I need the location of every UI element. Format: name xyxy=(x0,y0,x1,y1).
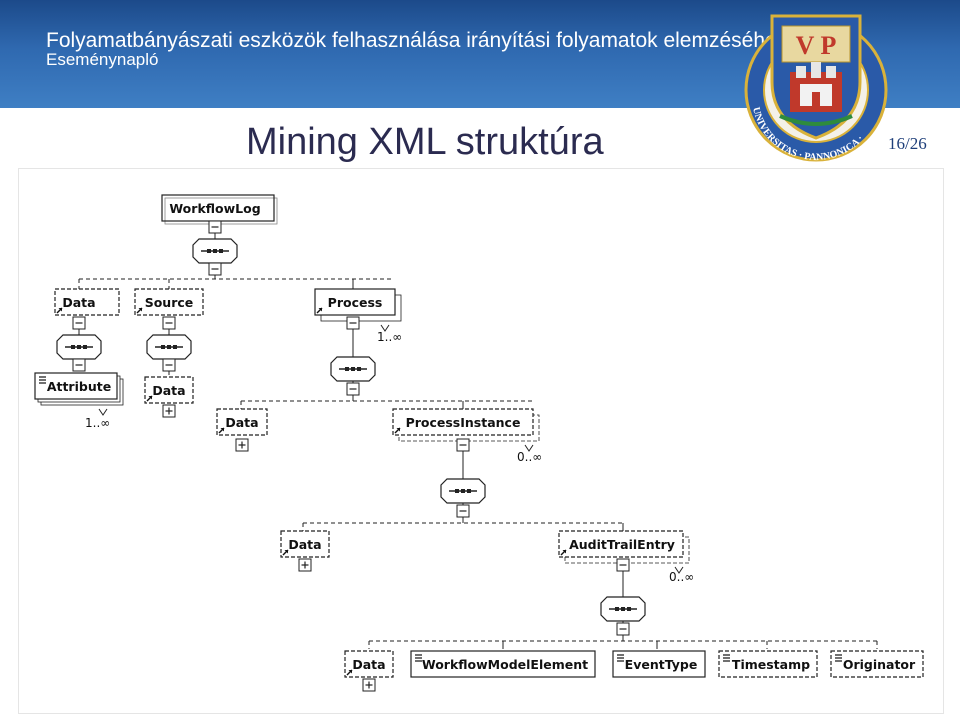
node-data-4: Data xyxy=(280,530,330,558)
node-label-source: Source xyxy=(145,295,194,310)
node-workflowlog: WorkflowLog xyxy=(161,194,278,225)
page-number: 16/26 xyxy=(888,134,927,153)
collapse-icon[interactable] xyxy=(616,622,630,636)
sequence-icon xyxy=(56,334,102,360)
node-process: Process 1..∞ xyxy=(314,288,402,344)
header-title: Folyamatbányászati eszközök felhasználás… xyxy=(46,29,788,52)
header-subtitle: Eseménynapló xyxy=(46,50,159,69)
node-label-originator: Originator xyxy=(843,657,916,672)
collapse-icon[interactable] xyxy=(208,220,222,234)
collapse-icon[interactable] xyxy=(72,316,86,330)
expand-icon[interactable] xyxy=(162,404,176,418)
node-data-2: Data xyxy=(144,376,194,404)
node-processinstance: ProcessInstance 0..∞ xyxy=(392,408,542,464)
diagram-canvas: WorkflowLog Data Attribute 1..∞ Source xyxy=(18,168,944,714)
collapse-icon[interactable] xyxy=(346,382,360,396)
node-label-eventtype: EventType xyxy=(625,657,698,672)
node-label-data-1: Data xyxy=(62,295,95,310)
node-label-attribute: Attribute xyxy=(47,379,111,394)
multiplicity-processinstance: 0..∞ xyxy=(517,450,542,464)
university-crest-logo: V P UNIVERSITAS · PANNONICA · xyxy=(744,14,888,163)
collapse-icon[interactable] xyxy=(72,358,86,372)
node-label-audittrailentry: AuditTrailEntry xyxy=(569,537,675,552)
collapse-icon[interactable] xyxy=(162,358,176,372)
node-eventtype: EventType xyxy=(612,650,706,678)
node-attribute: Attribute 1..∞ xyxy=(34,372,124,430)
collapse-icon[interactable] xyxy=(456,504,470,518)
sequence-icon xyxy=(600,596,646,622)
node-data-1: Data xyxy=(54,288,120,316)
xml-structure-diagram: WorkflowLog Data Attribute 1..∞ Source xyxy=(34,194,924,692)
node-data-3: Data xyxy=(216,408,268,436)
node-originator: Originator xyxy=(830,650,924,678)
node-audittrailentry: AuditTrailEntry 0..∞ xyxy=(558,530,694,584)
sequence-icon xyxy=(146,334,192,360)
collapse-icon[interactable] xyxy=(208,262,222,276)
node-label-data-5: Data xyxy=(352,657,385,672)
node-label-workflowmodelelement: WorkflowModelElement xyxy=(422,657,588,672)
collapse-icon[interactable] xyxy=(346,316,360,330)
node-label-workflowlog: WorkflowLog xyxy=(169,201,260,216)
node-label-data-3: Data xyxy=(225,415,258,430)
collapse-icon[interactable] xyxy=(616,558,630,572)
sequence-icon xyxy=(192,238,238,264)
sequence-icon xyxy=(440,478,486,504)
sequence-icon xyxy=(330,356,376,382)
multiplicity-attribute: 1..∞ xyxy=(85,416,110,430)
node-label-process: Process xyxy=(328,295,383,310)
expand-icon[interactable] xyxy=(235,438,249,452)
svg-text:V P: V P xyxy=(796,31,837,60)
diagram-connectors xyxy=(78,227,878,649)
node-label-data-4: Data xyxy=(288,537,321,552)
node-label-data-2: Data xyxy=(152,383,185,398)
node-data-5: Data xyxy=(344,650,394,678)
node-source: Source xyxy=(134,288,204,316)
node-workflowmodelelement: WorkflowModelElement xyxy=(410,650,596,678)
node-label-processinstance: ProcessInstance xyxy=(406,415,521,430)
expand-icon[interactable] xyxy=(362,678,376,692)
collapse-icon[interactable] xyxy=(162,316,176,330)
node-timestamp: Timestamp xyxy=(718,650,818,678)
multiplicity-audittrailentry: 0..∞ xyxy=(669,570,694,584)
multiplicity-process: 1..∞ xyxy=(377,330,402,344)
collapse-icon[interactable] xyxy=(456,438,470,452)
slide-title: Mining XML struktúra xyxy=(246,121,604,163)
node-label-timestamp: Timestamp xyxy=(732,657,810,672)
expand-icon[interactable] xyxy=(298,558,312,572)
